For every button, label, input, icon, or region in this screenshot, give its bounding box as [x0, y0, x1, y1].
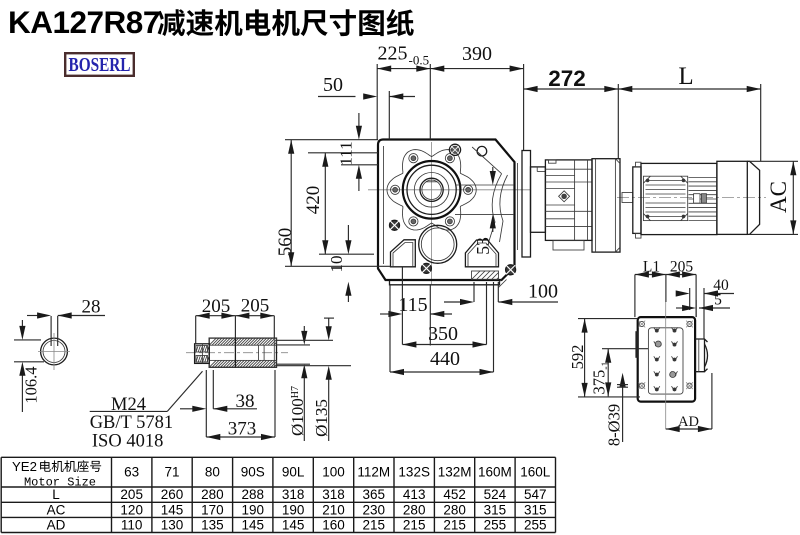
svg-text:145: 145 — [282, 518, 305, 533]
svg-text:373: 373 — [228, 419, 257, 440]
svg-text:5: 5 — [714, 292, 722, 309]
svg-text:AC: AC — [766, 181, 791, 213]
svg-text:160: 160 — [322, 518, 345, 533]
svg-text:110: 110 — [121, 518, 143, 533]
svg-text:560: 560 — [275, 228, 296, 257]
svg-text:230: 230 — [363, 502, 386, 517]
svg-text:50: 50 — [323, 74, 343, 96]
svg-text:280: 280 — [403, 502, 426, 517]
svg-text:205: 205 — [120, 487, 143, 502]
svg-text:L: L — [52, 487, 60, 502]
svg-text:350: 350 — [428, 323, 458, 345]
svg-text:215: 215 — [443, 518, 466, 533]
svg-text:190: 190 — [282, 502, 305, 517]
svg-text:452: 452 — [443, 487, 466, 502]
svg-text:38: 38 — [236, 391, 255, 412]
svg-text:280: 280 — [201, 487, 224, 502]
svg-text:115: 115 — [398, 294, 427, 316]
svg-text:205: 205 — [670, 259, 694, 276]
svg-text:318: 318 — [322, 487, 345, 502]
svg-text:205: 205 — [241, 296, 270, 317]
svg-text:Ø100H7: Ø100H7 — [288, 386, 307, 436]
svg-text:71: 71 — [164, 465, 179, 480]
svg-text:M24: M24 — [111, 395, 146, 415]
svg-text:160M: 160M — [478, 465, 512, 480]
svg-text:255: 255 — [484, 518, 507, 533]
svg-text:AD: AD — [678, 414, 699, 430]
svg-text:547: 547 — [524, 487, 547, 502]
svg-text:390: 390 — [462, 43, 492, 65]
svg-text:GB/T 5781: GB/T 5781 — [90, 413, 173, 433]
svg-text:90L: 90L — [282, 465, 305, 480]
svg-text:L: L — [678, 63, 693, 90]
svg-text:132M: 132M — [438, 465, 472, 480]
svg-text:315: 315 — [484, 502, 507, 517]
svg-text:YE2: YE2 — [12, 459, 37, 474]
svg-text:135: 135 — [201, 518, 224, 533]
svg-text:112M: 112M — [357, 465, 390, 480]
svg-text:440: 440 — [430, 348, 460, 370]
svg-text:106.4: 106.4 — [22, 366, 41, 403]
svg-text:80: 80 — [205, 465, 220, 480]
svg-text:90S: 90S — [241, 465, 265, 480]
svg-text:160L: 160L — [520, 465, 551, 480]
svg-text:205: 205 — [202, 296, 231, 317]
svg-text:255: 255 — [524, 518, 547, 533]
svg-text:288: 288 — [242, 487, 265, 502]
svg-text:120: 120 — [120, 502, 143, 517]
svg-text:8-Ø39: 8-Ø39 — [605, 404, 624, 446]
svg-text:100: 100 — [322, 465, 345, 480]
svg-text:225: 225 — [378, 43, 408, 65]
svg-text:L1: L1 — [643, 259, 660, 276]
svg-text:524: 524 — [484, 487, 507, 502]
svg-text:KA127R87: KA127R87 — [8, 4, 160, 40]
svg-text:130: 130 — [161, 518, 184, 533]
svg-text:111: 111 — [337, 141, 356, 165]
svg-text:592: 592 — [568, 345, 587, 370]
svg-text:28: 28 — [82, 297, 101, 318]
svg-text:190: 190 — [242, 502, 265, 517]
svg-text:Ø135: Ø135 — [312, 399, 331, 437]
svg-text:315: 315 — [524, 502, 547, 517]
svg-text:420: 420 — [303, 186, 324, 215]
svg-text:BOSERL: BOSERL — [69, 54, 131, 76]
svg-text:10: 10 — [327, 256, 346, 273]
svg-text:272: 272 — [548, 66, 586, 91]
svg-text:132S: 132S — [398, 465, 430, 480]
svg-text:53: 53 — [473, 237, 493, 255]
svg-text:210: 210 — [322, 502, 345, 517]
svg-text:Motor Size: Motor Size — [24, 476, 96, 490]
svg-text:63: 63 — [124, 465, 139, 480]
svg-text:ISO 4018: ISO 4018 — [92, 432, 163, 452]
svg-text:280: 280 — [443, 502, 466, 517]
svg-text:-0.5: -0.5 — [409, 53, 430, 68]
svg-text:40: 40 — [713, 277, 729, 294]
svg-text:AD: AD — [47, 518, 66, 533]
svg-text:413: 413 — [403, 487, 426, 502]
svg-text:215: 215 — [403, 518, 426, 533]
svg-text:365: 365 — [363, 487, 386, 502]
svg-text:318: 318 — [282, 487, 305, 502]
svg-text:100: 100 — [528, 281, 558, 303]
svg-text:260: 260 — [161, 487, 184, 502]
svg-text:145: 145 — [242, 518, 265, 533]
svg-text:215: 215 — [363, 518, 386, 533]
svg-text:AC: AC — [47, 502, 66, 517]
svg-text:145: 145 — [161, 502, 184, 517]
svg-text:170: 170 — [201, 502, 224, 517]
